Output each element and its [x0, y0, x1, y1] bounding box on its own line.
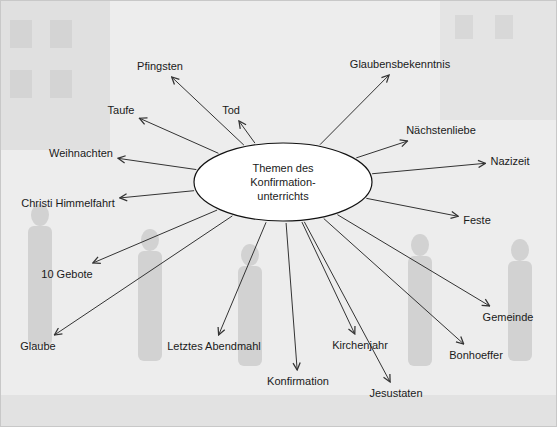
topic-label: Nazizeit	[490, 154, 529, 168]
topic-label: Taufe	[108, 103, 135, 117]
topic-node: Nächstenliebe	[404, 122, 478, 138]
topic-label: Kirchenjahr	[332, 338, 388, 352]
topic-node: Glaube	[18, 338, 57, 354]
topic-node: Weihnachten	[47, 145, 115, 161]
topic-label: Konfirmation	[267, 374, 329, 388]
arrow-line	[366, 198, 458, 216]
topic-node: Tod	[220, 102, 242, 118]
topic-node: Bonhoeffer	[447, 347, 505, 363]
topic-label: Feste	[463, 213, 491, 227]
topic-label: Nächstenliebe	[406, 123, 476, 137]
arrow-line	[93, 210, 217, 263]
topic-node: Taufe	[106, 102, 137, 118]
topic-label: Christi Himmelfahrt	[21, 196, 115, 210]
topic-node: Gemeinde	[481, 309, 536, 325]
topic-node: Jesustaten	[367, 385, 424, 401]
topic-node: Nazizeit	[488, 153, 531, 169]
topic-label: Letztes Abendmahl	[167, 339, 261, 353]
topic-label: Tod	[222, 103, 240, 117]
arrow-line	[219, 222, 266, 335]
arrow-line	[172, 77, 244, 145]
topic-label: Pfingsten	[137, 59, 183, 73]
topic-node: Pfingsten	[135, 58, 185, 74]
arrow-line	[356, 141, 407, 158]
topic-label: Weihnachten	[49, 146, 113, 160]
topic-ellipse: Themen des Konfirmation- unterrichts	[193, 142, 373, 222]
topic-node: Konfirmation	[265, 373, 331, 389]
topic-label: Glaube	[20, 339, 55, 353]
arrow-line	[320, 75, 389, 145]
topic-node: Letztes Abendmahl	[165, 338, 263, 354]
arrow-line	[120, 191, 194, 198]
arrow-line	[372, 163, 485, 173]
arrow-line	[139, 118, 218, 153]
topic-label: Gemeinde	[483, 310, 534, 324]
arrow-line	[118, 158, 196, 169]
topic-node: Feste	[461, 212, 493, 228]
arrow-line	[304, 222, 390, 382]
topic-label: Bonhoeffer	[449, 348, 503, 362]
topic-label: 10 Gebote	[41, 267, 92, 281]
topic-label: Glaubensbekenntnis	[350, 57, 450, 71]
arrow-line	[324, 219, 464, 344]
topic-node: Glaubensbekenntnis	[348, 56, 452, 72]
topic-node: Kirchenjahr	[330, 337, 390, 353]
arrow-line	[239, 121, 255, 143]
topic-label: Themen des Konfirmation- unterrichts	[233, 161, 333, 203]
arrow-line	[337, 215, 489, 306]
topic-node: 10 Gebote	[39, 266, 94, 282]
arrow-line	[286, 223, 297, 370]
topic-label: Jesustaten	[369, 386, 422, 400]
topic-node: Christi Himmelfahrt	[19, 195, 117, 211]
